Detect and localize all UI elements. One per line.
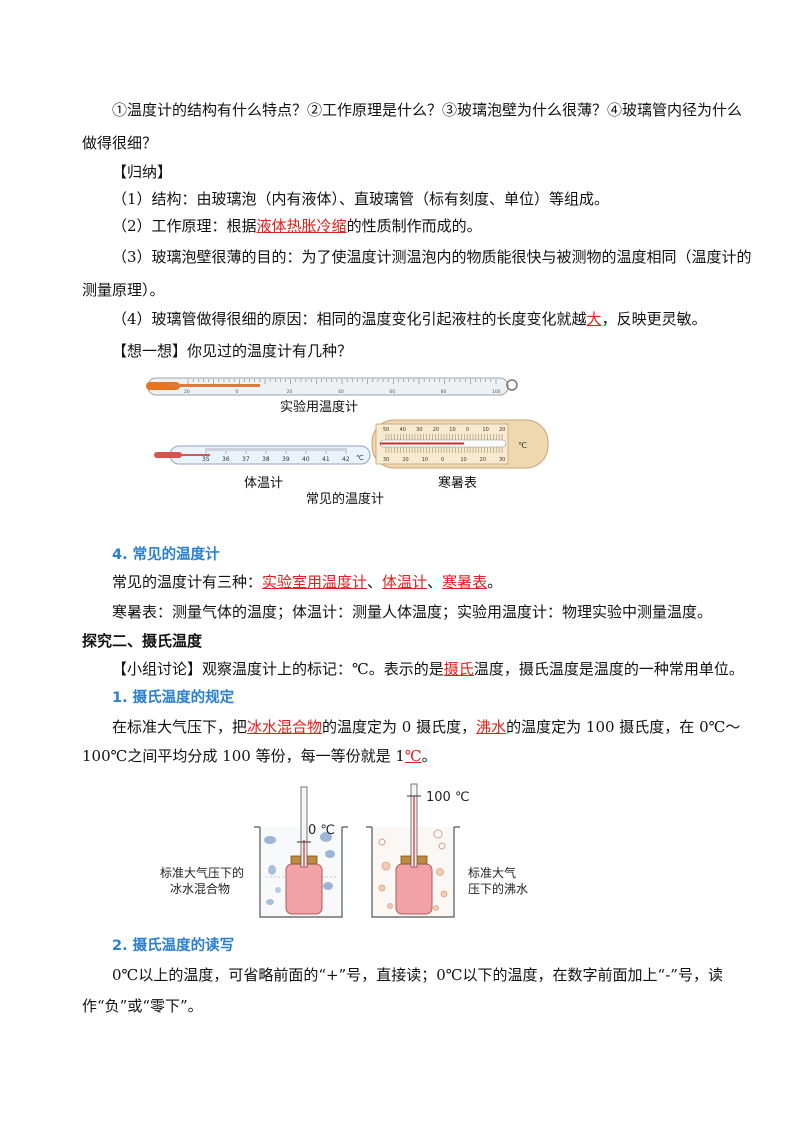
body-tick-label: 36 xyxy=(222,456,230,463)
body-tick-label: 35 xyxy=(202,456,210,463)
hanshu-top-label: 0 xyxy=(466,427,469,433)
body-thermometer-unit: ℃ xyxy=(356,454,364,462)
hanshu-top-label: 30 xyxy=(416,427,422,433)
hanshu-scale: 50 40 30 20 10 0 10 20 30 20 10 0 10 20 30 xyxy=(383,427,505,463)
lab-thermometer-scale: 20 0 20 40 60 80 100 xyxy=(184,379,501,395)
boiling-water-beaker xyxy=(366,783,460,918)
lab-thermometer-liquid xyxy=(170,384,260,387)
type-body: 体温计 xyxy=(382,573,428,591)
hanshu-bottom-label: 30 xyxy=(383,457,389,463)
body-thermometer-bulb xyxy=(154,452,182,458)
summary-thin-wall-1: （3）玻璃泡壁很薄的目的：为了使温度计测温泡内的物质能很快与被测物的温度相同（温… xyxy=(112,248,752,266)
hanshu-top-label: 20 xyxy=(433,427,439,433)
body-tick-label: 40 xyxy=(302,456,310,463)
celsius-rule-line-1: 在标准大气压下，把冰水混合物的温度定为 0 摄氏度，沸水的温度定为 100 摄氏… xyxy=(112,718,741,736)
degree-unit-highlight: ℃ xyxy=(404,747,422,765)
ice-water-beaker xyxy=(254,786,348,918)
celsius-rule-line-2: 100℃之间平均分成 100 等份，每一等份就是 1℃。 xyxy=(82,747,437,765)
ice-water-label-line-2: 冰水混合物 xyxy=(170,881,230,896)
question-line-1: ①温度计的结构有什么特点？②工作原理是什么？③玻璃泡壁为什么很薄？④玻璃管内径为… xyxy=(112,101,743,119)
principle-highlight: 液体热胀冷缩 xyxy=(256,217,347,235)
lab-tick-label: 40 xyxy=(338,389,344,395)
explore-two-title: 探究二、摄氏温度 xyxy=(82,632,203,650)
ice-water-label-line-1: 标准大气压下的 xyxy=(160,865,244,880)
hanshu-bottom-label: 10 xyxy=(422,457,428,463)
zero-degree-label: 0 ℃ xyxy=(308,823,335,838)
hanshu-bottom-label: 20 xyxy=(480,457,486,463)
body-tick-label: 38 xyxy=(262,456,270,463)
figure-caption: 常见的温度计 xyxy=(306,492,385,507)
type-hanshu: 寒暑表 xyxy=(442,573,488,591)
hanshu-liquid xyxy=(380,442,464,445)
hanshu-top-label: 10 xyxy=(449,427,455,433)
hanshu-bottom-label: 10 xyxy=(460,457,466,463)
read-write-line-1: 0℃以上的温度，可省略前面的“+”号，直接读；0℃以下的温度，在数字前面加上“-… xyxy=(112,966,723,984)
summary-thin-tube: （4）玻璃管做得很细的原因：相同的温度变化引起液柱的长度变化就越大，反映更灵敏。 xyxy=(112,310,707,328)
section-4-title: 4. 常见的温度计 xyxy=(112,547,220,563)
section-4-line-2: 寒暑表：测量气体的温度；体温计：测量人体温度；实验用温度计：物理实验中测量温度。 xyxy=(112,603,713,621)
lab-tick-label: 20 xyxy=(184,389,190,395)
hanshu-bottom-label: 30 xyxy=(499,457,505,463)
body-thermometer-caption: 体温计 xyxy=(244,476,284,491)
celsius-highlight: 摄氏 xyxy=(443,660,474,678)
lab-thermometer-ring xyxy=(506,379,518,391)
body-thermometer-scale: 35 36 37 38 39 40 41 42 xyxy=(202,448,350,463)
lab-tick-label: 20 xyxy=(287,389,293,395)
lab-tick-label: 80 xyxy=(441,389,447,395)
section-4-line-1: 常见的温度计有三种：实验室用温度计、体温计、寒暑表。 xyxy=(112,573,503,591)
lab-tick-label: 100 xyxy=(492,389,501,395)
lab-tick-label: 0 xyxy=(235,389,238,395)
summary-principle: （2）工作原理：根据液体热胀冷缩的性质制作而成的。 xyxy=(112,217,482,235)
ice-water-highlight: 冰水混合物 xyxy=(247,718,323,736)
lab-tick-label: 60 xyxy=(389,389,395,395)
hanshu-unit: ℃ xyxy=(518,441,527,450)
question-line-2: 做得很细？ xyxy=(82,134,158,152)
group-discussion: 【小组讨论】观察温度计上的标记：℃。表示的是摄氏温度，摄氏温度是温度的一种常用单… xyxy=(112,660,744,678)
summary-title: 【归纳】 xyxy=(112,163,173,181)
type-lab: 实验室用温度计 xyxy=(262,573,368,591)
boiling-water-highlight: 沸水 xyxy=(476,718,507,736)
body-tick-label: 41 xyxy=(322,456,330,463)
lab-thermometer-caption: 实验用温度计 xyxy=(280,400,359,415)
boiling-water-label-line-1: 标准大气 xyxy=(468,865,516,880)
hanshu-bottom-label: 20 xyxy=(402,457,408,463)
body-thermometer-liquid xyxy=(180,454,210,456)
thin-tube-highlight: 大 xyxy=(586,310,602,328)
hanshu-bottom-label: 0 xyxy=(441,457,444,463)
hanshu-caption: 寒暑表 xyxy=(438,476,478,491)
hanshu-top-label: 10 xyxy=(482,427,488,433)
celsius-definition-figure: 0 ℃ 100 ℃ 标准大气压下的 冰水混合物 标准大气 压下的沸水 xyxy=(160,783,528,918)
body-tick-label: 39 xyxy=(282,456,290,463)
body-tick-label: 37 xyxy=(242,456,250,463)
body-tick-label: 42 xyxy=(342,456,350,463)
summary-structure: （1）结构：由玻璃泡（内有液体）、直玻璃管（标有刻度、单位）等组成。 xyxy=(112,190,610,208)
subsection-2-title: 2. 摄氏温度的读写 xyxy=(112,938,235,954)
boiling-water-label-line-2: 压下的沸水 xyxy=(468,881,528,896)
hanshu-top-label: 20 xyxy=(499,427,505,433)
hanshu-top-label: 40 xyxy=(400,427,406,433)
subsection-1-title: 1. 摄氏温度的规定 xyxy=(112,690,235,706)
read-write-line-2: 作“负”或“零下”。 xyxy=(82,997,203,1015)
summary-thin-wall-2: 测量原理）。 xyxy=(82,281,165,299)
hanshu-top-label: 50 xyxy=(383,427,389,433)
hundred-degree-label: 100 ℃ xyxy=(426,790,470,805)
think-prompt: 【想一想】你见过的温度计有几种？ xyxy=(112,342,353,360)
